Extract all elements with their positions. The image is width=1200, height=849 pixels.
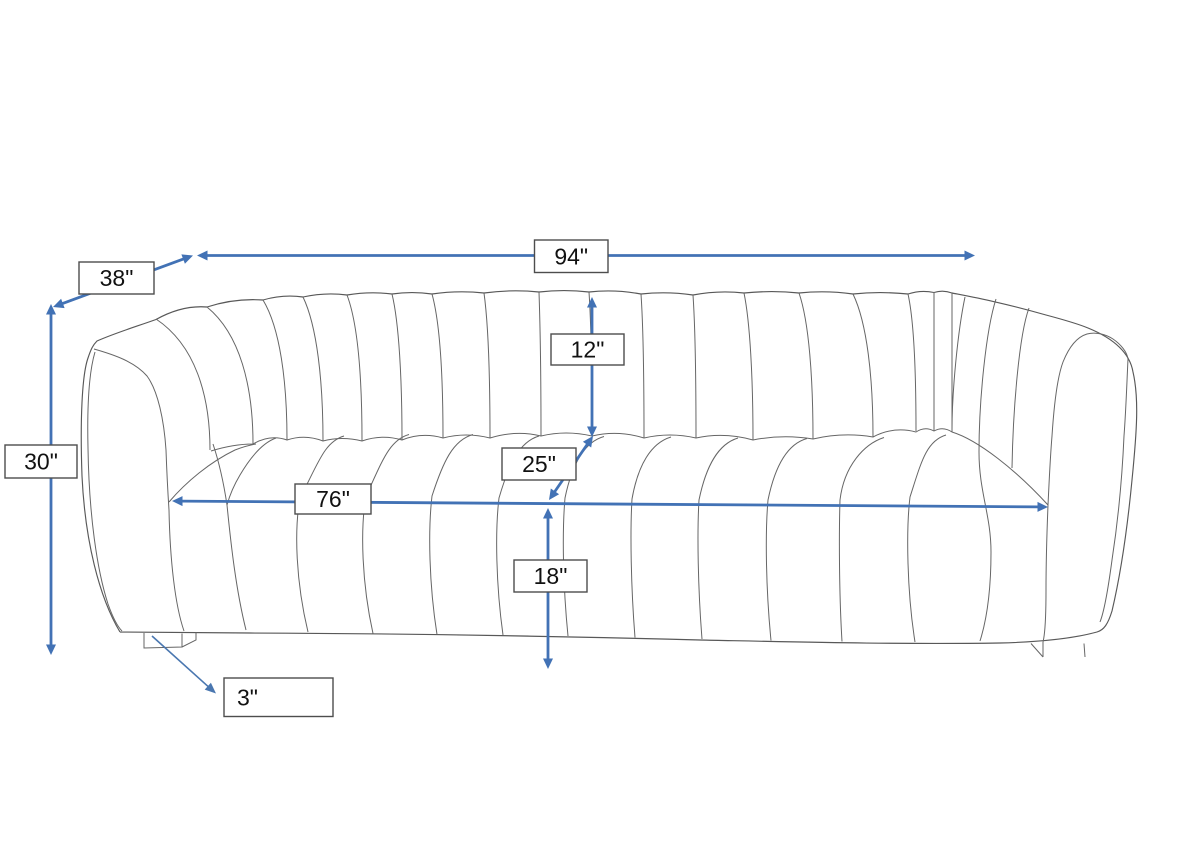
svg-text:12": 12" [571,337,605,363]
svg-text:38": 38" [100,265,134,291]
svg-text:94": 94" [554,243,588,269]
svg-text:76": 76" [316,486,350,512]
svg-text:18": 18" [534,563,568,589]
svg-text:3": 3" [237,684,258,710]
svg-text:30": 30" [24,449,58,475]
svg-text:25": 25" [522,451,556,477]
